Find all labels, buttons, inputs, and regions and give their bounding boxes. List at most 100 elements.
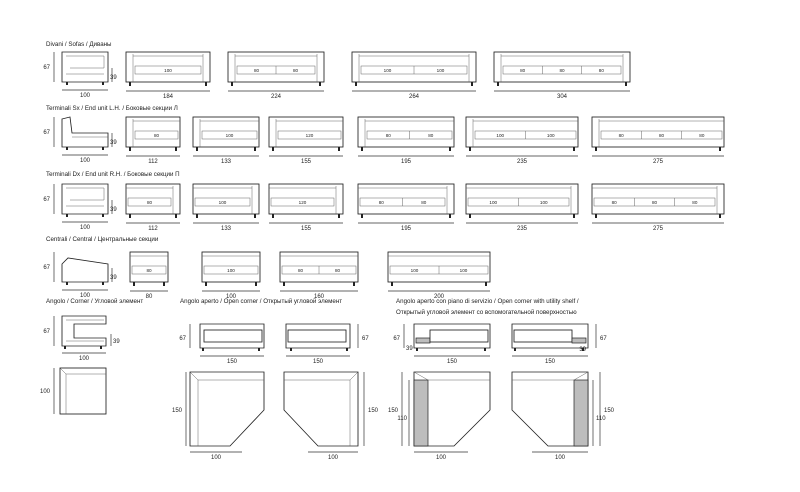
end_lh-depth-dim: 100 — [80, 158, 91, 164]
unit-body — [129, 251, 169, 283]
end_lh-width-dim-3: 195 — [401, 159, 412, 165]
section-title-end-unit-lh: Terminali Sx / End unit L.H. / Боковые с… — [46, 105, 178, 112]
seat-cushion-band — [277, 130, 342, 140]
unit-body — [591, 183, 725, 215]
seat-cushion-band — [127, 197, 172, 207]
open-corner-shelf-rh-plan: 150 110 100 — [511, 371, 615, 461]
foot — [254, 214, 256, 218]
cushion-label: 80 — [154, 133, 160, 138]
open-corner-shelf-lh-width: 150 — [447, 359, 458, 365]
unit-body — [268, 183, 344, 215]
foot — [391, 282, 393, 286]
sofas-depth-dim: 100 — [80, 93, 91, 99]
foot — [66, 214, 68, 217]
cushion-label: 100 — [164, 68, 172, 73]
seat-cushion-band — [134, 130, 179, 140]
end_lh-unit-1: 100 133 — [192, 116, 260, 165]
foot — [133, 282, 135, 286]
foot — [175, 147, 177, 151]
seat-cushion-band — [201, 130, 258, 140]
foot — [719, 214, 721, 218]
end_lh-width-dim-1: 133 — [221, 159, 232, 165]
unit-body — [493, 51, 631, 83]
cushion-label: 80 — [428, 133, 434, 138]
cushion-label: 100 — [384, 68, 392, 73]
open-corner-rh-plan-depth: 150 — [368, 408, 379, 414]
cushion-label: 80 — [559, 68, 565, 73]
open-corner-rh-side-view: 67 150 — [285, 323, 369, 365]
cushion-label: 120 — [306, 133, 314, 138]
cushion-label: 100 — [411, 268, 419, 273]
open-corner-lh-side-view: 67 150 — [179, 323, 265, 365]
foot — [102, 282, 104, 285]
foot — [254, 147, 256, 151]
open-corner-rh-height: 67 — [362, 336, 369, 342]
open-corner-shelf-rh-plan-bottom: 100 — [555, 455, 566, 461]
corner-seat-dim: 39 — [113, 339, 120, 345]
cushion-label: 80 — [254, 68, 260, 73]
corner-plan-view: 100 — [40, 367, 107, 415]
foot — [102, 214, 104, 217]
side-inner-line — [66, 187, 105, 201]
open-corner-lh-plan-bottom: 100 — [211, 455, 222, 461]
cushion-label: 100 — [489, 200, 497, 205]
cushion-label: 100 — [219, 200, 227, 205]
seat-cushion-band — [131, 265, 167, 275]
section-title-central: Centrali / Central / Центральные секции — [46, 236, 159, 243]
end_lh-unit-3: 80 80 195 — [357, 116, 455, 165]
end_rh-seat-dim: 39 — [110, 207, 117, 213]
foot — [255, 282, 257, 286]
end_rh-width-dim-5: 275 — [653, 226, 664, 232]
central-width-dim-0: 80 — [146, 294, 153, 300]
cushion-label: 100 — [437, 68, 445, 73]
corner-height-dim: 67 — [43, 329, 50, 335]
cushion-label: 100 — [460, 268, 468, 273]
open-corner-shelf-rh-side-view: 67 39 150 — [511, 323, 607, 365]
cushion-label: 80 — [520, 68, 526, 73]
end_lh-width-dim-0: 112 — [148, 159, 158, 165]
foot — [205, 282, 207, 286]
end_rh-width-dim-1: 133 — [221, 226, 232, 232]
unit-body — [125, 183, 181, 215]
cushion-label: 80 — [692, 200, 698, 205]
foot — [196, 214, 198, 218]
central-height-dim: 67 — [43, 265, 50, 271]
sofas-width-dim-0: 184 — [163, 94, 174, 100]
unit-body — [192, 116, 260, 148]
foot — [338, 214, 340, 218]
foot — [102, 147, 104, 150]
foot — [361, 214, 363, 218]
end_rh-width-dim-0: 112 — [148, 226, 158, 232]
seat-cushion-band — [134, 65, 202, 75]
cushion-label: 120 — [299, 200, 307, 205]
unit-body — [268, 116, 344, 148]
open-corner-rh-plan-bottom: 100 — [328, 455, 339, 461]
sofas-seat-dim: 39 — [110, 75, 117, 81]
foot — [129, 214, 131, 218]
foot — [66, 147, 68, 150]
cushion-label: 80 — [599, 68, 605, 73]
open-corner-shelf-lh-shelf-depth: 110 — [397, 416, 407, 422]
cushion-label: 100 — [226, 133, 234, 138]
cushion-label: 80 — [699, 133, 705, 138]
foot — [129, 147, 131, 151]
side-silhouette — [61, 183, 109, 215]
foot — [469, 214, 471, 218]
cushion-label: 80 — [652, 200, 658, 205]
unit-body — [201, 251, 261, 283]
open-corner-shelf-lh-side-view: 67 39 150 — [393, 323, 491, 365]
cushion-label: 80 — [386, 133, 392, 138]
foot — [66, 282, 68, 285]
seat-cushion-band — [600, 130, 723, 140]
central-depth-dim: 100 — [80, 293, 91, 299]
foot — [471, 82, 473, 86]
open-corner-shelf-rh-shelf-depth: 110 — [596, 416, 606, 422]
